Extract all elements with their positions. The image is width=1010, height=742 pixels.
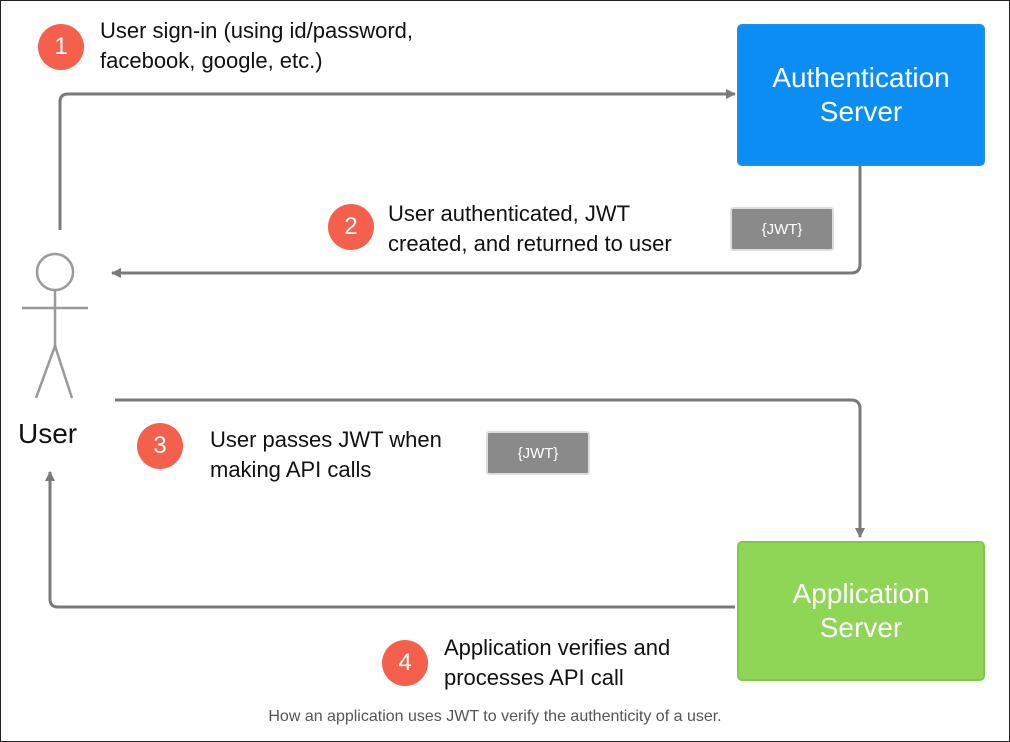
step-1-text: User sign-in (using id/password, faceboo… [100, 18, 414, 73]
jwt-token-step-2: {JWT} [730, 207, 834, 251]
arrow-sign-in [58, 89, 736, 230]
step-4-badge: 4 [382, 640, 428, 686]
arrow-api-response [45, 471, 735, 609]
authentication-server-label: Authentication Server [772, 62, 950, 127]
arrow-jwt-returned [111, 164, 862, 278]
user-label: User [18, 418, 78, 449]
step-3-badge: 3 [137, 423, 183, 469]
authentication-server-box: Authentication Server [737, 24, 985, 166]
application-server-box: Application Server [737, 541, 985, 681]
jwt-token-step-3: {JWT} [486, 431, 590, 475]
step-1-badge: 1 [38, 24, 84, 70]
user-stick-figure-icon [22, 252, 88, 399]
step-4-text: Application verifies and processes API c… [444, 635, 671, 690]
step-2-badge: 2 [328, 204, 374, 250]
figure-caption: How an application uses JWT to verify th… [268, 708, 722, 725]
step-2-text: User authenticated, JWT created, and ret… [388, 201, 672, 256]
application-server-label: Application Server [792, 578, 930, 643]
arrow-api-call [115, 398, 865, 538]
step-3-text: User passes JWT when making API calls [210, 427, 442, 482]
